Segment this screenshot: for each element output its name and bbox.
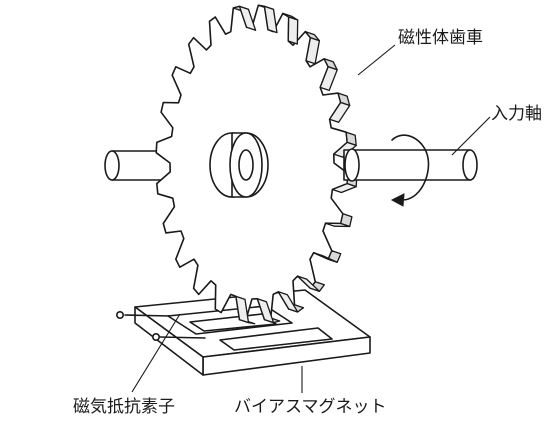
leader-lines bbox=[131, 44, 491, 393]
gear-tooth-face bbox=[305, 37, 321, 65]
bias-magnet bbox=[134, 289, 371, 376]
mr-lead-wire-2 bbox=[159, 336, 206, 339]
shaft-right-body bbox=[343, 149, 471, 181]
label-magnetoresistive-element: 磁気抵抗素子 bbox=[73, 397, 175, 417]
leader-resistor bbox=[131, 313, 181, 393]
leader-shaft bbox=[451, 116, 491, 156]
leader-gear bbox=[357, 44, 396, 76]
gear-teeth-faces bbox=[232, 4, 358, 325]
mr-terminal-2 bbox=[152, 332, 161, 341]
shaft-right-end bbox=[462, 149, 478, 181]
gear-tooth-face bbox=[235, 295, 250, 324]
label-magnetic-gear: 磁性体歯車 bbox=[398, 28, 483, 48]
magnetoresistive-element bbox=[116, 305, 333, 351]
hub-bore bbox=[238, 149, 254, 181]
gear-tooth-face bbox=[287, 16, 299, 45]
shaft-left-end bbox=[104, 150, 120, 181]
mr-terminal bbox=[116, 310, 125, 319]
gear-tooth-face bbox=[263, 5, 278, 34]
rotation-arrow bbox=[390, 134, 430, 207]
shaft-collar bbox=[344, 148, 360, 182]
gear-tooth-face bbox=[238, 5, 257, 31]
gear-tooth-face bbox=[313, 252, 338, 263]
magnet-left-face bbox=[134, 306, 204, 376]
label-input-shaft: 入力軸 bbox=[491, 104, 542, 124]
input-shaft bbox=[343, 148, 478, 182]
gear-tooth-face bbox=[277, 291, 299, 313]
mr-lead-wire bbox=[124, 314, 171, 317]
mr-strip-inner bbox=[189, 313, 277, 332]
label-bias-magnet: バイアスマグネット bbox=[234, 397, 387, 417]
rotation-arrowhead bbox=[390, 193, 405, 207]
gear-tooth-face bbox=[331, 182, 357, 194]
gear-tooth-face bbox=[296, 275, 321, 292]
gear-tooth-face bbox=[328, 101, 351, 123]
rotation-arc bbox=[391, 134, 430, 201]
gear-tooth-face bbox=[324, 222, 351, 228]
mr-strip-outer bbox=[167, 305, 293, 335]
mr-strip-lower bbox=[219, 327, 333, 351]
gear-tooth-face bbox=[256, 298, 275, 324]
gear-hub bbox=[209, 132, 269, 198]
gear-tooth-face bbox=[319, 66, 338, 92]
